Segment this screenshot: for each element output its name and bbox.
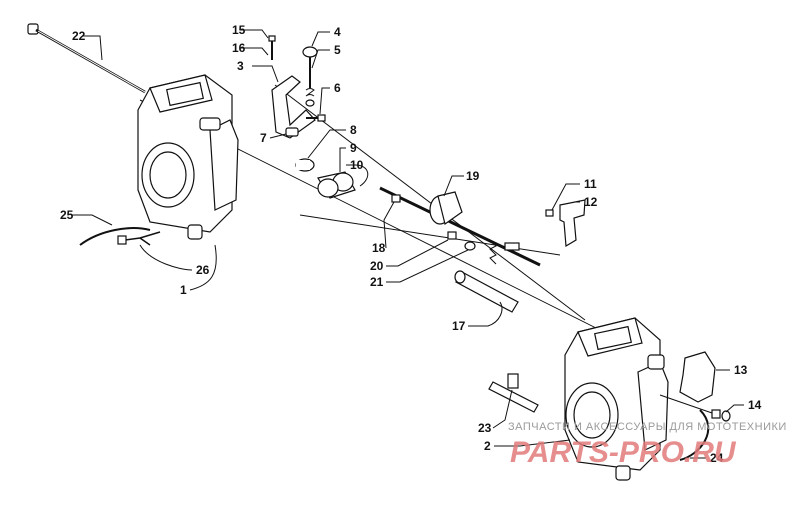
callout-21: 21 [370,275,384,289]
plate-part-12 [559,199,586,248]
callout-17: 17 [452,319,466,333]
callout-16: 16 [232,41,246,55]
callout-22: 22 [72,29,86,43]
clip-part-26 [117,231,161,246]
bushing-part-8 [295,158,315,172]
callout-9: 9 [350,141,357,155]
callout-18: 18 [372,241,386,255]
left-carburetor-body-part-1 [137,74,239,240]
callout-25: 25 [60,208,74,222]
throttle-shaft-part-19 [379,186,541,267]
cable-part-25 [79,227,151,246]
screw-part-18 [391,194,401,203]
fitting-part-23 [488,373,539,413]
spring-part-5 [305,88,315,107]
callout-3: 3 [237,59,244,73]
callout-11: 11 [584,177,597,191]
callout-10: 10 [350,158,364,172]
washer-part-21 [464,241,476,251]
watermark-logo: PARTS-PRO.RU [510,436,737,469]
screw-part-11 [545,209,554,217]
bracket-part-13 [679,351,716,403]
bracket-axis-line [274,84,586,321]
right-carburetor-body-part-2 [564,317,669,481]
callout-23: 23 [478,421,492,435]
callout-4: 4 [334,25,341,39]
leader-lines [72,29,744,459]
sleeve-part-9 [317,171,356,199]
screw-part-6 [306,114,326,122]
callout-13: 13 [734,363,748,377]
callout-19: 19 [466,169,480,183]
callout-24: 24 [710,451,724,465]
callout-8: 8 [350,123,357,137]
long-bolt-part-22 [27,23,146,94]
callout-20: 20 [370,259,384,273]
callout-1: 1 [180,283,187,297]
screw-part-14 [659,394,731,422]
callout-12: 12 [584,195,598,209]
watermark-caption: ЗАПЧАСТИ И АКСЕССУАРЫ ДЛЯ МОТОТЕХНИКИ [508,421,787,433]
callout-2: 2 [484,439,491,453]
callout-26: 26 [196,263,210,277]
cable-part-24 [679,409,710,461]
callout-6: 6 [334,81,341,95]
callout-14: 14 [748,398,762,412]
screw-part-15-16 [268,35,276,60]
connecting-tube-part-17 [454,270,519,313]
callout-15: 15 [232,23,246,37]
screw-part-20 [447,231,457,240]
nut-part-7 [285,127,299,137]
callout-7: 7 [260,131,267,145]
knob-part-4 [302,46,318,88]
callout-5: 5 [334,43,341,57]
